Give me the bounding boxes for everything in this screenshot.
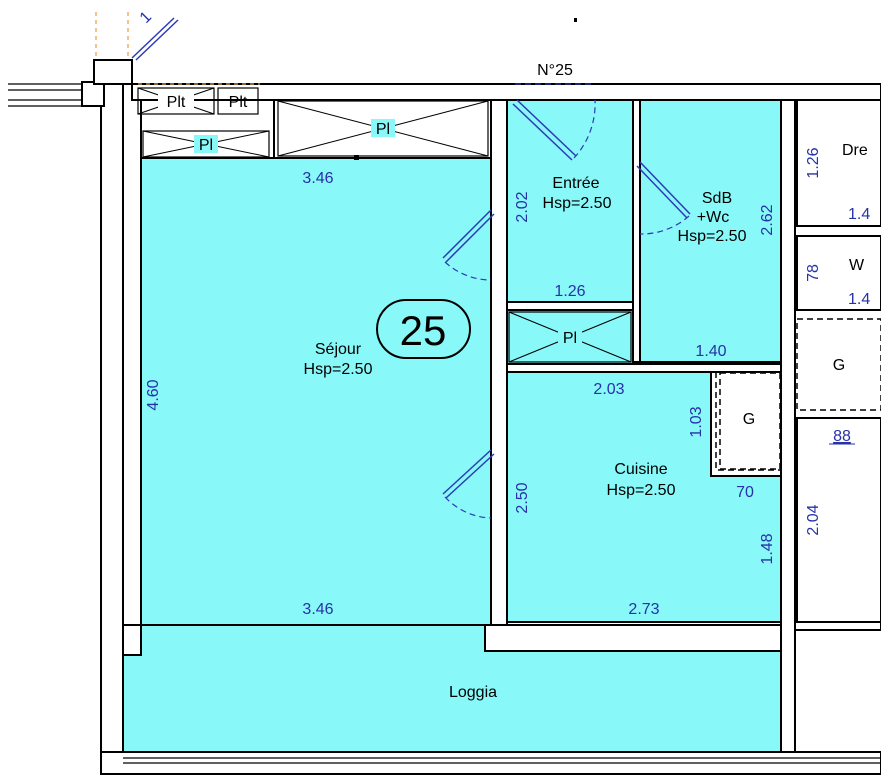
- apartment-number: N°25: [537, 62, 573, 79]
- dim-sejour-door: 2.50: [514, 482, 531, 513]
- dim-right-5: 88: [833, 428, 851, 445]
- dim-cuisine-right: 1.48: [759, 533, 776, 564]
- unit-badge: 25: [376, 299, 471, 359]
- dim-right-1: 1.26: [805, 147, 822, 178]
- dim-right-4: 1.4: [848, 291, 870, 308]
- wall-mark: [354, 155, 359, 160]
- cupboard-pl-top-label: Pl: [376, 121, 390, 138]
- dim-right-2: 1.4: [848, 206, 870, 223]
- unit-badge-number: 25: [400, 307, 447, 354]
- cupboards: Plt Plt Pl Pl Pl: [137, 87, 632, 363]
- storage-g-right-label: G: [833, 357, 845, 374]
- structural-walls: [8, 59, 881, 775]
- sejour-name: Séjour: [315, 341, 362, 358]
- cuisine-height: Hsp=2.50: [607, 482, 676, 499]
- cupboard-plt-1-label: Plt: [167, 94, 186, 111]
- dim-entree-width: 1.26: [554, 283, 585, 300]
- top-dot: [574, 18, 577, 22]
- dim-sejour-bottom: 3.46: [302, 601, 333, 618]
- dim-cuisine-notch-width: 70: [736, 484, 754, 501]
- dim-cuisine-notch: 1.03: [688, 406, 705, 437]
- dim-right-6: 2.04: [805, 504, 822, 535]
- neighbor-w-label: W: [849, 257, 865, 274]
- dim-entree-height: 2.02: [514, 191, 531, 222]
- rooms: [122, 99, 782, 753]
- neighbor-rooms: Dre W: [796, 99, 881, 623]
- door-openings: [492, 85, 639, 518]
- storage-g-small: [715, 371, 782, 471]
- cuisine-name: Cuisine: [614, 461, 667, 478]
- neighbor-dre-label: Dre: [842, 142, 868, 159]
- cupboard-plt-2-label: Plt: [229, 94, 248, 111]
- dim-sejour-top: 3.46: [302, 170, 333, 187]
- loggia-name: Loggia: [449, 684, 497, 701]
- cupboard-pl-left-label: Pl: [199, 137, 213, 154]
- dimensions: 3.46 3.46 4.60 2.50 2.02 1.26 2.62 1.40 …: [145, 147, 870, 618]
- storage-g-small-label: G: [743, 411, 755, 428]
- entree-height: Hsp=2.50: [543, 195, 612, 212]
- doors: [442, 83, 691, 519]
- sdb-name-line1: SdB: [702, 190, 732, 207]
- dim-cuisine-bottom: 2.73: [628, 601, 659, 618]
- dim-cuisine-top: 2.03: [593, 381, 624, 398]
- room-sejour: [140, 157, 492, 626]
- dim-sdb-height: 2.62: [759, 204, 776, 235]
- room-labels: Séjour Hsp=2.50 Entrée Hsp=2.50 SdB +Wc …: [304, 175, 747, 701]
- cupboard-pl-entree-label: Pl: [563, 330, 577, 347]
- dim-sejour-height: 4.60: [145, 379, 162, 410]
- sejour-height: Hsp=2.50: [304, 361, 373, 378]
- corner-mark: 1: [137, 8, 155, 26]
- storages: G G: [715, 318, 881, 471]
- dim-sdb-width: 1.40: [695, 343, 726, 360]
- sdb-height: Hsp=2.50: [678, 228, 747, 245]
- sdb-name-line2: +Wc: [697, 209, 729, 226]
- dim-right-3: 78: [805, 264, 822, 282]
- storage-g-right: [796, 318, 881, 411]
- entree-name: Entrée: [552, 175, 599, 192]
